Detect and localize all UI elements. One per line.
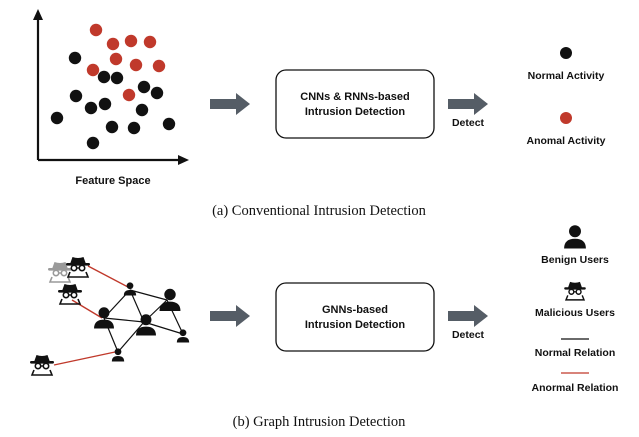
benign-users-legend-icon (564, 225, 586, 249)
normal-point-12 (69, 89, 83, 103)
legend-anomal-activity: Anomal Activity (527, 135, 606, 147)
anomal-activity-dot (560, 112, 572, 124)
anomal-point-3 (143, 35, 157, 49)
feature-points (50, 23, 176, 150)
normal-point-4 (68, 51, 82, 65)
anomal-point-5 (109, 52, 123, 66)
normal-activity-dot (560, 47, 572, 59)
normal-point-17 (135, 103, 149, 117)
anomal-point-7 (152, 59, 166, 73)
arrow-detect-top (448, 93, 488, 115)
graph-detector-line1: GNNs-based (322, 304, 388, 316)
benign-user-icon (159, 288, 181, 311)
graph-detector-line2: Intrusion Detection (305, 319, 406, 331)
malicious-user-icon (57, 283, 83, 305)
graph-detector-box: GNNs-based Intrusion Detection (275, 282, 435, 352)
anomal-point-2 (124, 34, 138, 48)
benign-user-icon (176, 329, 190, 343)
detect-label-top: Detect (452, 117, 485, 129)
benign-user-icon (111, 348, 125, 362)
benign-user-icon (123, 282, 137, 296)
legend-benign-users: Benign Users (541, 254, 609, 266)
graph-legend: Benign Users Malicious Users Normal Rela… (532, 225, 619, 394)
legend-malicious-users: Malicious Users (535, 307, 615, 319)
conventional-detector-line2: Intrusion Detection (305, 106, 406, 118)
conventional-detector-line1: CNNs & RNNs-based (300, 91, 409, 103)
normal-point-20 (105, 120, 119, 134)
graph-panel (29, 256, 190, 376)
caption-graph: (b) Graph Intrusion Detection (233, 414, 406, 430)
normal-point-16 (84, 101, 98, 115)
caption-conventional: (a) Conventional Intrusion Detection (212, 203, 427, 219)
normal-point-11 (137, 80, 151, 94)
feature-space-label: Feature Space (75, 175, 150, 187)
legend-anormal-relation: Anormal Relation (532, 382, 619, 394)
normal-point-21 (127, 121, 141, 135)
anomal-point-13 (122, 88, 136, 102)
x-axis-arrowhead (178, 155, 189, 165)
arrow-detect-bottom (448, 305, 488, 327)
normal-point-18 (50, 111, 64, 125)
malicious-user-icon (65, 256, 91, 278)
legend-normal-activity: Normal Activity (528, 70, 605, 82)
arrow-to-conventional-detector (210, 93, 250, 115)
normal-point-19 (162, 117, 176, 131)
legend-normal-relation: Normal Relation (535, 347, 616, 359)
detect-label-bottom: Detect (452, 329, 485, 341)
arrow-to-graph-detector (210, 305, 250, 327)
normal-point-22 (86, 136, 100, 150)
feature-space-panel: Feature Space (33, 9, 189, 187)
normal-point-15 (98, 97, 112, 111)
activity-legend: Normal Activity Anomal Activity (527, 47, 606, 147)
y-axis-arrowhead (33, 9, 43, 20)
normal-point-14 (150, 86, 164, 100)
malicious-user-icon (29, 354, 55, 376)
anomal-point-1 (106, 37, 120, 51)
normal-point-10 (110, 71, 124, 85)
anomal-point-6 (129, 58, 143, 72)
anomal-point-8 (86, 63, 100, 77)
normal-point-9 (97, 70, 111, 84)
anomal-point-0 (89, 23, 103, 37)
conventional-detector-box: CNNs & RNNs-based Intrusion Detection (275, 69, 435, 139)
malicious-users-legend-icon (563, 281, 587, 301)
